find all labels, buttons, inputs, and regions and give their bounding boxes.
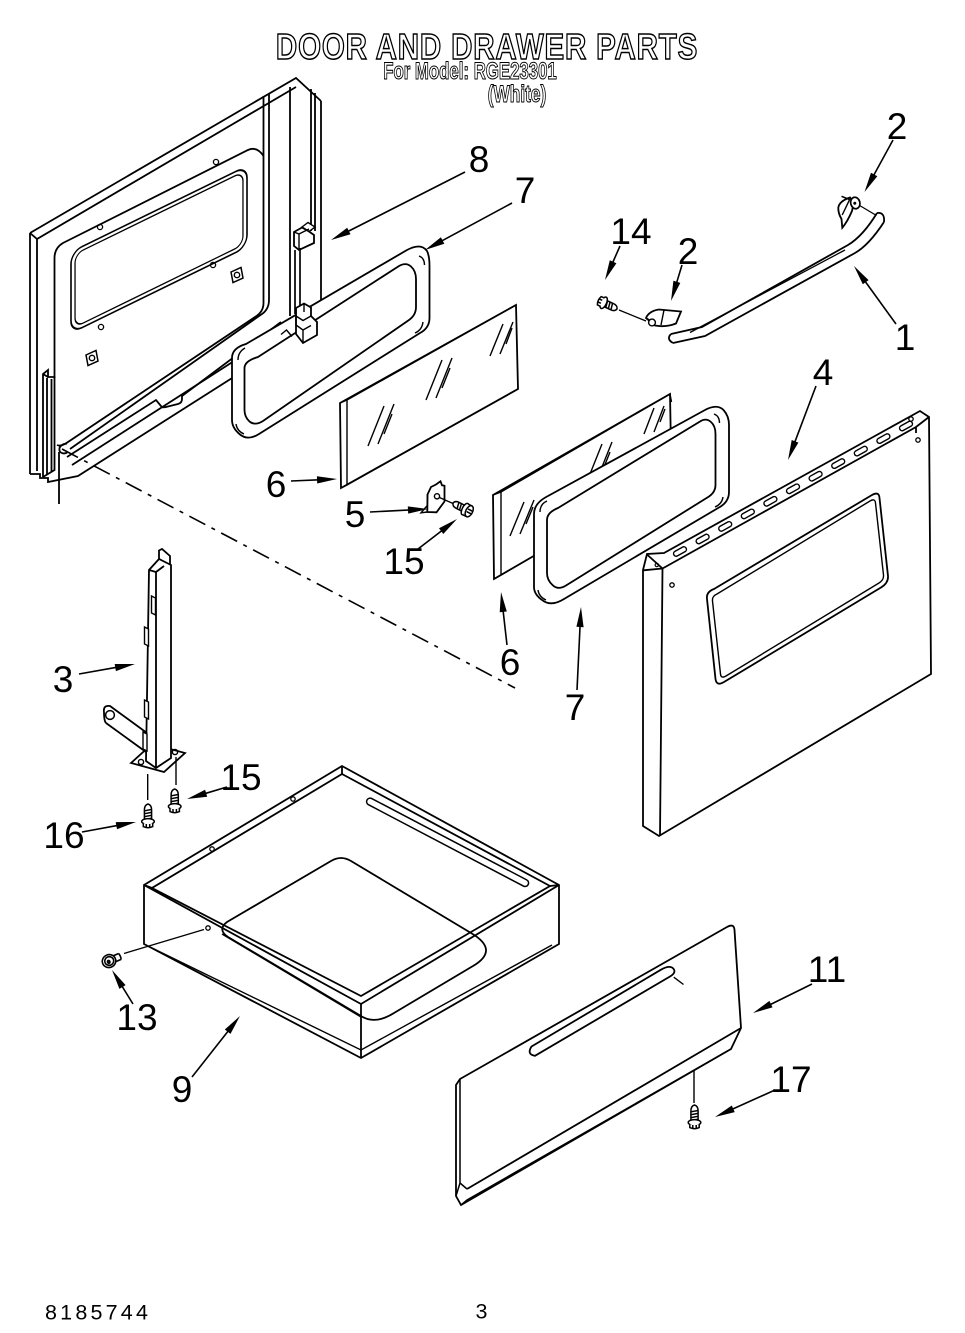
svg-text:14: 14 [610,211,651,252]
svg-text:8: 8 [469,139,490,180]
svg-text:13: 13 [116,997,157,1038]
svg-text:For Model: RGE23301: For Model: RGE23301 [383,58,557,85]
svg-text:15: 15 [220,757,261,798]
svg-text:2: 2 [887,106,908,147]
svg-text:11: 11 [808,949,846,990]
svg-text:6: 6 [500,642,521,683]
svg-text:3: 3 [53,659,74,700]
svg-text:4: 4 [813,352,834,393]
svg-text:2: 2 [678,231,699,272]
svg-text:7: 7 [565,687,586,728]
svg-text:9: 9 [172,1069,193,1110]
svg-text:8185744: 8185744 [45,1301,151,1325]
svg-text:5: 5 [345,494,366,535]
svg-text:6: 6 [266,464,287,505]
svg-text:3: 3 [476,1300,488,1324]
svg-text:15: 15 [383,541,424,582]
svg-text:16: 16 [43,815,84,856]
svg-text:7: 7 [515,170,536,211]
svg-text:(White): (White) [488,81,547,107]
svg-text:DOOR AND DRAWER PARTS: DOOR AND DRAWER PARTS [276,26,698,66]
svg-text:1: 1 [895,317,916,358]
svg-text:17: 17 [770,1059,811,1100]
